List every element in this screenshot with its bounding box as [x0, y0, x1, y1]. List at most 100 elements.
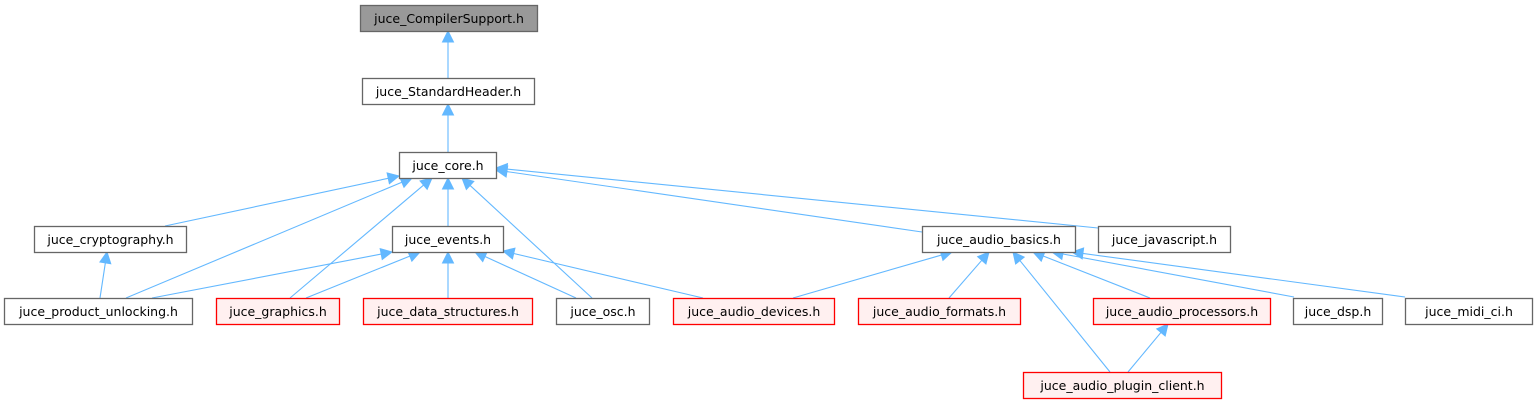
arrowhead-icon	[1155, 323, 1169, 337]
node-audio-basics[interactable]: juce_audio_basics.h	[921, 225, 1077, 254]
edge-line	[164, 177, 389, 227]
node-compiler-support: juce_CompilerSupport.h	[359, 4, 539, 33]
edge-line	[513, 252, 704, 299]
arrowhead-icon	[419, 177, 433, 191]
node-box	[1292, 297, 1384, 326]
node-box	[361, 77, 536, 106]
edge-line	[1082, 252, 1406, 298]
node-box	[672, 297, 836, 326]
node-label: juce_dsp.h	[1304, 304, 1372, 319]
node-label: juce_audio_processors.h	[1105, 304, 1258, 319]
node-label: juce_StandardHeader.h	[375, 84, 521, 99]
node-audio-processors[interactable]: juce_audio_processors.h	[1092, 297, 1272, 326]
edge-line	[506, 171, 923, 233]
node-core[interactable]: juce_core.h	[398, 151, 498, 180]
node-label: juce_events.h	[404, 232, 491, 247]
node-box	[555, 297, 651, 326]
arrowhead-icon	[461, 177, 475, 191]
edge-line	[1127, 332, 1162, 373]
node-label: juce_audio_formats.h	[872, 304, 1006, 319]
edge-line	[99, 262, 106, 299]
node-label: juce_graphics.h	[228, 304, 327, 319]
node-product-unlocking[interactable]: juce_product_unlocking.h	[3, 297, 194, 326]
edge-product-unlocking-to-cryptography	[99, 250, 112, 299]
arrowhead-icon	[1070, 247, 1085, 260]
node-audio-formats[interactable]: juce_audio_formats.h	[857, 297, 1022, 326]
node-label: juce_CompilerSupport.h	[373, 11, 524, 26]
edge-audio-devices-to-events	[501, 247, 704, 299]
node-midi-ci[interactable]: juce_midi_ci.h	[1404, 297, 1534, 326]
edge-line	[948, 259, 983, 299]
node-standard-header[interactable]: juce_StandardHeader.h	[361, 77, 536, 106]
edge-line	[289, 184, 424, 299]
edge-line	[305, 255, 411, 299]
node-box	[1022, 371, 1223, 400]
arrowhead-icon	[441, 102, 455, 116]
edge-audio-processors-to-audio-basics	[1031, 250, 1151, 299]
node-box	[857, 297, 1022, 326]
edge-audio-plugin-client-to-audio-processors	[1127, 323, 1169, 373]
edge-audio-plugin-client-to-audio-basics	[1012, 251, 1111, 373]
arrowhead-icon	[99, 250, 112, 265]
edge-javascript-to-core	[494, 162, 1099, 229]
edge-line	[469, 185, 593, 299]
node-dsp[interactable]: juce_dsp.h	[1292, 297, 1384, 326]
node-graphics[interactable]: juce_graphics.h	[215, 297, 341, 326]
node-box	[1097, 225, 1232, 254]
node-data-structures[interactable]: juce_data_structures.h	[362, 297, 534, 326]
node-label: juce_osc.h	[569, 304, 635, 319]
edge-graphics-to-core	[289, 177, 433, 299]
node-javascript[interactable]: juce_javascript.h	[1097, 225, 1232, 254]
edge-line	[484, 256, 577, 299]
arrowhead-icon	[386, 172, 401, 185]
node-label: juce_midi_ci.h	[1424, 304, 1513, 319]
edge-core-to-standard-header	[441, 102, 455, 152]
arrowhead-icon	[1012, 251, 1026, 265]
edge-events-to-core	[441, 176, 455, 226]
node-box	[3, 297, 194, 326]
arrowhead-icon	[976, 251, 990, 265]
node-events[interactable]: juce_events.h	[391, 225, 505, 254]
edge-line	[506, 168, 1099, 229]
node-label: juce_product_unlocking.h	[18, 304, 178, 319]
edge-product-unlocking-to-events	[151, 247, 394, 299]
edge-line	[792, 254, 942, 299]
node-label: juce_javascript.h	[1111, 232, 1217, 247]
node-box	[1404, 297, 1534, 326]
edge-cryptography-to-core	[164, 172, 401, 227]
edge-dsp-to-audio-basics	[1050, 247, 1295, 298]
node-label: juce_audio_devices.h	[687, 304, 821, 319]
arrowhead-icon	[441, 176, 455, 190]
node-audio-plugin-client[interactable]: juce_audio_plugin_client.h	[1022, 371, 1223, 400]
node-label: juce_audio_plugin_client.h	[1039, 378, 1204, 393]
node-cryptography[interactable]: juce_cryptography.h	[33, 225, 188, 254]
edge-standard-header-to-compiler-support	[441, 29, 455, 78]
edge-osc-to-core	[461, 177, 593, 299]
node-box	[398, 151, 498, 180]
nodes-layer: juce_CompilerSupport.h juce_StandardHeade…	[3, 4, 1534, 400]
edge-audio-devices-to-audio-basics	[792, 249, 954, 299]
edge-line	[1062, 253, 1295, 298]
edge-line	[1019, 260, 1111, 373]
node-box	[391, 225, 505, 254]
node-osc[interactable]: juce_osc.h	[555, 297, 651, 326]
node-box	[1092, 297, 1272, 326]
edge-line	[125, 181, 403, 299]
arrowhead-icon	[501, 247, 516, 260]
node-label: juce_core.h	[411, 158, 483, 173]
arrowhead-icon	[379, 247, 394, 261]
arrowhead-icon	[494, 162, 509, 176]
node-box	[215, 297, 341, 326]
edge-audio-formats-to-audio-basics	[948, 251, 990, 299]
node-box	[921, 225, 1077, 254]
node-audio-devices[interactable]: juce_audio_devices.h	[672, 297, 836, 326]
edge-osc-to-events	[473, 251, 577, 299]
node-box	[33, 225, 188, 254]
node-box	[359, 4, 539, 33]
edge-audio-basics-to-core	[494, 165, 923, 233]
node-label: juce_data_structures.h	[376, 304, 519, 319]
arrowhead-icon	[441, 29, 455, 43]
node-label: juce_cryptography.h	[46, 232, 173, 247]
node-label: juce_audio_basics.h	[936, 232, 1061, 247]
